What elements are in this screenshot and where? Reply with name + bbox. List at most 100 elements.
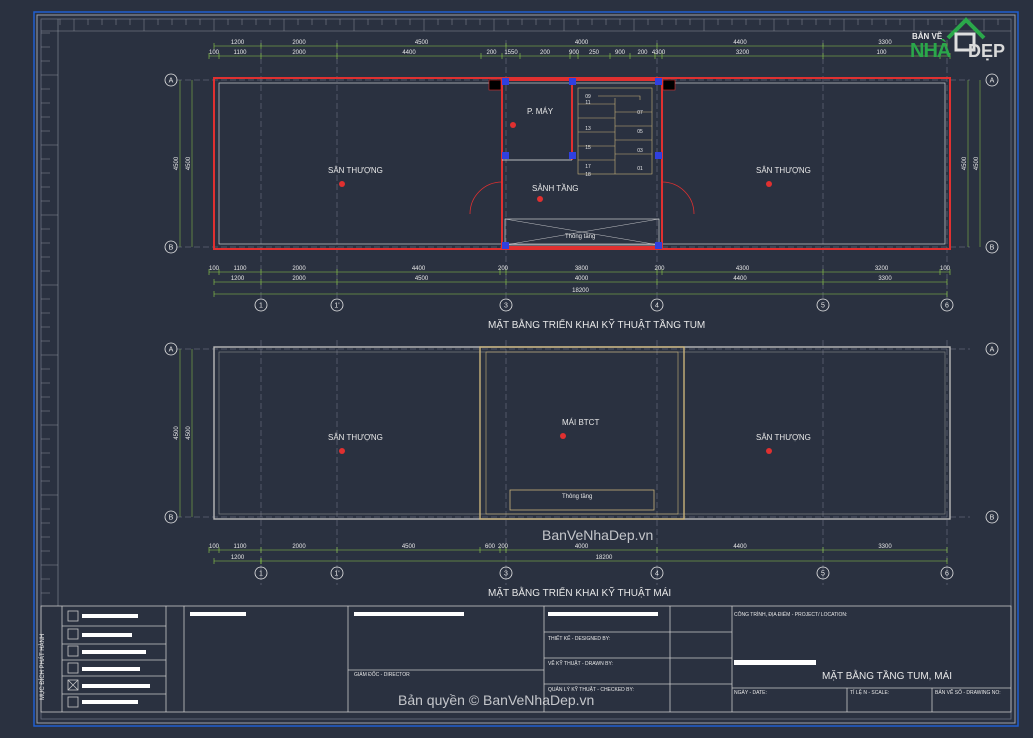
axis-bubble [650,566,664,580]
row-bubble [164,73,178,87]
axis-bubble [330,566,344,580]
stair-number: 01 [637,166,643,172]
dim-bottom-inner-label: 100 [209,544,220,550]
stair [577,87,653,175]
plan-bottom[interactable] [176,340,970,585]
brand-nha: NHÀ [910,40,951,62]
drawing-no-label: BẢN VẼ SỐ - DRAWING NO: [935,690,1001,696]
dim-top-outer-label: 1200 [231,40,245,46]
axis-bubble [330,298,344,312]
vent-label-bottom: Thông tầng [562,494,593,500]
axis-label: 3 [504,571,508,578]
dim-top-inner-label: 4300 [652,50,666,56]
axis-bubble [940,298,954,312]
dim-top-total-label: 18200 [572,288,589,294]
side-dim-label: 4500 [974,156,980,170]
watermark-copyright: Bản quyền © BanVeNhaDep.vn [398,692,595,708]
dim-bottom-outer-label: 1200 [231,555,245,561]
vent-label-top: Thông tầng [565,234,596,240]
axis-bubble [940,566,954,580]
dim-top-inner-label: 250 [589,50,600,56]
row-label: B [169,515,174,522]
dim-top-inner-label: 1100 [234,50,248,56]
axis-label: 3 [504,303,508,310]
axis-label: 1 [259,571,263,578]
dim-top-inner-label: 1550 [504,50,518,56]
dim-top-bottom-outer-label: 4000 [575,276,589,282]
dim-top-bottom-outer-label: 4500 [415,276,429,282]
level-markers-bottom [339,433,772,454]
dim-top-bottom-outer-label: 3300 [878,276,892,282]
stair-number: 17 [585,164,591,170]
outer-frame [33,11,1019,727]
dim-top-bottom-inner-label: 4300 [736,266,750,272]
level-markers-top [339,122,772,202]
row-bubble [985,342,999,356]
dim-bottom-inner-label: 2000 [292,544,306,550]
side-dim-label: 4500 [174,426,180,440]
stair-number: 07 [637,110,643,116]
title-block [40,605,1012,713]
lobby-label: SẢNH TẦNG [532,184,579,193]
dim-top-outer-label: 4400 [733,40,747,46]
columns-blue [502,78,662,249]
dim-bottom-inner-label: 4000 [575,544,589,550]
axis-bubble [499,566,513,580]
row-label: A [990,78,995,85]
row-label: A [169,78,174,85]
row-label: A [990,347,995,354]
axis-bubble [254,298,268,312]
plan-top-title: MẶT BẰNG TRIỂN KHAI KỸ THUẬT TẦNG TUM [488,320,706,331]
dim-top-outer-label: 4000 [575,40,589,46]
row-bubble [164,510,178,524]
room-right-top: SÂN THƯỢNG [756,166,811,175]
dim-top-bottom-outer-label: 2000 [292,276,306,282]
room-center-bottom: MÁI BTCT [562,418,600,427]
axis-label: 6 [945,571,949,578]
dim-top-bottom-outer-label: 1200 [231,276,245,282]
room-left-top: SÂN THƯỢNG [328,166,383,175]
dim-top-inner-label: 4400 [402,50,416,56]
axis-bubble [816,298,830,312]
dim-top-bottom-inner-label: 3800 [575,266,589,272]
dim-top-bottom-inner-label: 200 [498,266,509,272]
purpose-checkboxes[interactable] [67,610,79,708]
plan-bottom-title: MẶT BẰNG TRIỂN KHAI KỸ THUẬT MÁI [488,588,672,599]
dim-bottom-total-label: 18200 [596,555,613,561]
row-bubble [985,73,999,87]
redacted-bars [82,612,816,704]
dim-top-inner-label: 100 [209,50,220,56]
inner-wall-top [218,82,946,245]
stair-number: 15 [585,145,591,151]
machine-room-label: P. MÁY [527,107,554,116]
stair-number: 11 [585,100,590,106]
dim-top-inner-label: 200 [637,50,648,56]
dim-top-inner-label: 100 [876,50,887,56]
axis-label: 6 [945,303,949,310]
dim-bottom-inner-label: 4400 [733,544,747,550]
dim-top-bottom-inner-label: 2000 [292,266,306,272]
axis-bubble [816,566,830,580]
plan-top[interactable] [176,40,970,300]
watermark-site: BanVeNhaDep.vn [542,527,654,543]
checked-by-label: QUẢN LÝ KỸ THUẬT - CHECKED BY: [548,687,634,693]
row-label: B [990,515,995,522]
dim-top-bottom-inner-label: 100 [209,266,220,272]
vent-diag-2 [504,218,660,246]
dim-bottom-inner-label: 4500 [402,544,416,550]
vent-opening-roof [509,489,655,511]
row-bubble [164,240,178,254]
btct-roof-inner [485,351,679,515]
axis-label: 5 [821,303,825,310]
scale-label: TỈ LỆ N - SCALE: [850,690,890,696]
row-label: B [990,245,995,252]
side-dim-label: 4500 [186,156,192,170]
brand-dep: ĐẸP [968,41,1006,61]
outer-wall-top [213,77,951,250]
stair-number: 03 [637,148,643,154]
side-dim-label: 4500 [186,426,192,440]
stair-number: 09 [585,94,591,100]
drawing-title: MẶT BẰNG TẦNG TUM, MÁI [822,671,953,682]
room-left-bottom: SÂN THƯỢNG [328,433,383,442]
